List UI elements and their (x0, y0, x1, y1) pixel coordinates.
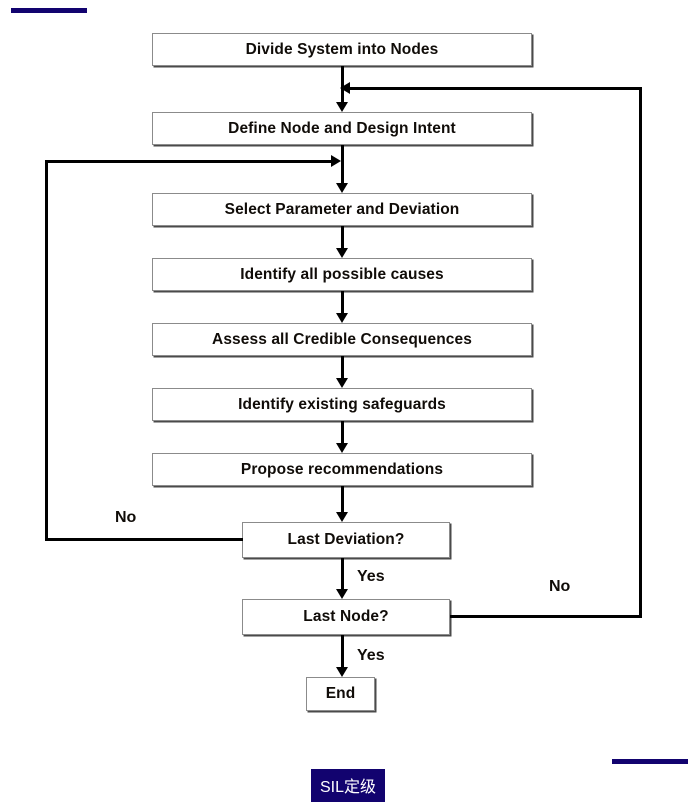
connector-safeguards-to-recommend (341, 421, 344, 447)
caption-badge: SIL定级 (311, 769, 386, 802)
decision-last-deviation[interactable]: Last Deviation? (242, 522, 450, 558)
node-divide-system-into-nodes[interactable]: Divide System into Nodes (152, 33, 532, 66)
decorative-rule-top-left (11, 8, 87, 13)
arrowhead-last-node-no-icon (340, 82, 350, 94)
arrowhead-last-node-yes-icon (336, 667, 348, 677)
branch-label-last-node-no: No (549, 578, 571, 595)
arrowhead-recommend-to-last-deviation-icon (336, 512, 348, 522)
arrowhead-last-deviation-yes-icon (336, 589, 348, 599)
loop-last-node-no-top-segment (350, 87, 642, 90)
node-define-node-and-design-intent[interactable]: Define Node and Design Intent (152, 112, 532, 145)
node-select-parameter-and-deviation[interactable]: Select Parameter and Deviation (152, 193, 532, 226)
loop-last-deviation-no-top-segment (45, 160, 335, 163)
arrowhead-consequences-to-safeguards-icon (336, 378, 348, 388)
arrowhead-causes-to-consequences-icon (336, 313, 348, 323)
node-end[interactable]: End (306, 677, 375, 711)
decision-last-node[interactable]: Last Node? (242, 599, 450, 635)
connector-select-to-causes (341, 226, 344, 252)
branch-label-last-node-yes: Yes (357, 647, 385, 664)
connector-last-deviation-yes-to-last-node (341, 558, 344, 594)
arrowhead-safeguards-to-recommend-icon (336, 443, 348, 453)
decorative-rule-bottom-right (612, 759, 688, 764)
connector-causes-to-consequences (341, 291, 344, 317)
connector-recommend-to-last-deviation (341, 486, 344, 516)
arrowhead-define-to-select-icon (336, 183, 348, 193)
arrowhead-last-deviation-no-icon (331, 155, 341, 167)
loop-last-node-no-vertical-segment (639, 87, 642, 618)
loop-last-deviation-no-bottom-segment (45, 538, 243, 541)
node-assess-all-credible-consequences[interactable]: Assess all Credible Consequences (152, 323, 532, 356)
loop-last-deviation-no-vertical-segment (45, 160, 48, 541)
connector-define-to-select (341, 145, 344, 185)
arrowhead-select-to-causes-icon (336, 248, 348, 258)
connector-last-node-yes-to-end (341, 635, 344, 671)
node-identify-existing-safeguards[interactable]: Identify existing safeguards (152, 388, 532, 421)
node-propose-recommendations[interactable]: Propose recommendations (152, 453, 532, 486)
arrowhead-divide-to-define-icon (336, 102, 348, 112)
branch-label-last-deviation-no: No (115, 509, 137, 526)
loop-last-node-no-bottom-segment (450, 615, 642, 618)
branch-label-last-deviation-yes: Yes (357, 568, 385, 585)
connector-consequences-to-safeguards (341, 356, 344, 382)
node-identify-all-possible-causes[interactable]: Identify all possible causes (152, 258, 532, 291)
